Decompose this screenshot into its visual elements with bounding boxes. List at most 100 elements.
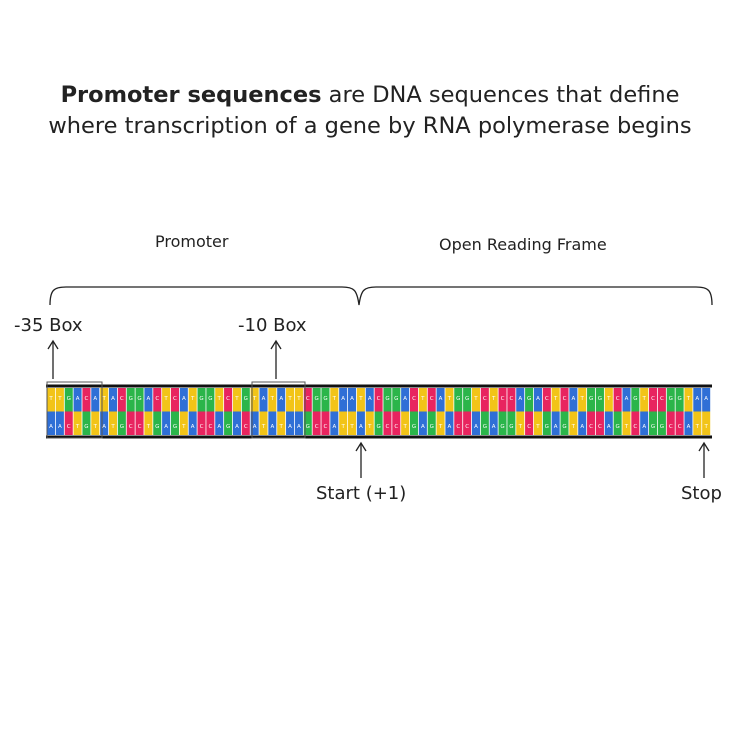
base-bottom-G [117,411,126,435]
base-top-G [383,388,392,412]
base-top-T [100,388,109,412]
base-top-T [250,388,259,412]
base-letter-bottom: T [110,424,115,430]
base-letter-top: A [695,396,699,402]
base-top-C [498,388,507,412]
base-letter-top: G [314,396,318,402]
base-letter-bottom: G [500,424,504,430]
base-letter-bottom: G [173,424,177,430]
base-top-C [153,388,162,412]
base-bottom-C [595,411,604,435]
base-letter-bottom: G [660,424,664,430]
dna-strip: TATAGCATCGATTAATCGGCGCATCGTACGATTAGCGCTA… [47,388,711,435]
box-10-label: -10 Box [238,315,307,336]
base-top-T [418,388,427,412]
base-bottom-A [286,411,295,435]
base-letter-bottom: A [492,424,496,430]
base-bottom-T [436,411,445,435]
base-bottom-A [294,411,303,435]
base-bottom-C [135,411,144,435]
base-letter-bottom: G [226,424,230,430]
base-bottom-G [153,411,162,435]
base-letter-top: T [332,396,337,402]
base-letter-top: C [509,396,513,402]
base-top-G [587,388,596,412]
base-bottom-A [162,411,171,435]
base-letter-top: C [306,396,310,402]
base-bottom-G [507,411,516,435]
arrow-35-box [47,339,59,379]
title-bold: Promoter sequences [60,82,322,108]
base-top-A [108,388,118,412]
base-bottom-A [250,411,259,435]
base-top-C [224,388,233,412]
base-top-T [578,388,587,412]
base-bottom-C [312,411,321,435]
base-letter-bottom: A [297,424,301,430]
base-letter-bottom: G [509,424,513,430]
base-letter-top: G [456,396,460,402]
base-top-T [471,388,481,412]
base-bottom-G [560,411,569,435]
base-letter-top: C [430,396,434,402]
base-letter-top: T [447,396,452,402]
base-letter-bottom: A [288,424,292,430]
base-letter-bottom: T [438,424,443,430]
base-letter-top: A [262,396,266,402]
base-bottom-G [427,411,436,435]
base-letter-bottom: G [155,424,159,430]
box-35-label: -35 Box [14,315,83,336]
base-letter-bottom: A [580,424,584,430]
arrow-stop [698,441,710,478]
base-bottom-T [259,411,268,435]
base-bottom-A [47,411,56,435]
base-letter-bottom: C [589,424,593,430]
base-letter-bottom: G [545,424,549,430]
base-top-T [286,388,295,412]
base-top-A [533,388,542,412]
base-bottom-T [348,411,357,435]
base-top-G [135,388,144,412]
base-bottom-T [144,411,153,435]
base-letter-bottom: C [669,424,673,430]
base-letter-bottom: T [341,424,346,430]
base-letter-top: C [616,396,620,402]
base-top-C [560,388,569,412]
base-letter-top: T [358,396,363,402]
base-bottom-T [73,411,82,435]
base-letter-bottom: C [200,424,204,430]
base-bottom-A [640,411,649,435]
base-letter-bottom: A [554,424,558,430]
base-letter-bottom: C [456,424,460,430]
base-letter-top: G [67,396,71,402]
base-letter-top: G [589,396,593,402]
base-letter-top: T [190,396,195,402]
base-bottom-A [445,411,454,435]
base-letter-bottom: A [58,424,62,430]
base-letter-bottom: C [324,424,328,430]
base-top-C [427,388,436,412]
base-letter-bottom: A [164,424,168,430]
base-top-G [197,388,206,412]
base-bottom-A [215,411,224,435]
base-bottom-T [179,411,188,435]
base-top-A [339,388,348,412]
base-top-C [303,388,312,412]
base-letter-top: A [341,396,345,402]
base-top-C [117,388,126,412]
base-letter-top: T [101,396,106,402]
base-bottom-A [418,411,427,435]
base-letter-top: T [491,396,496,402]
base-letter-top: T [163,396,168,402]
base-top-C [649,388,658,412]
base-top-T [604,388,613,412]
base-top-T [188,388,197,412]
base-top-G [463,388,472,412]
base-top-G [392,388,401,412]
base-letter-top: G [208,396,212,402]
base-letter-bottom: A [102,424,106,430]
base-letter-top: C [155,396,159,402]
base-top-G [206,388,215,412]
base-bottom-C [666,411,675,435]
base-bottom-C [383,411,392,435]
